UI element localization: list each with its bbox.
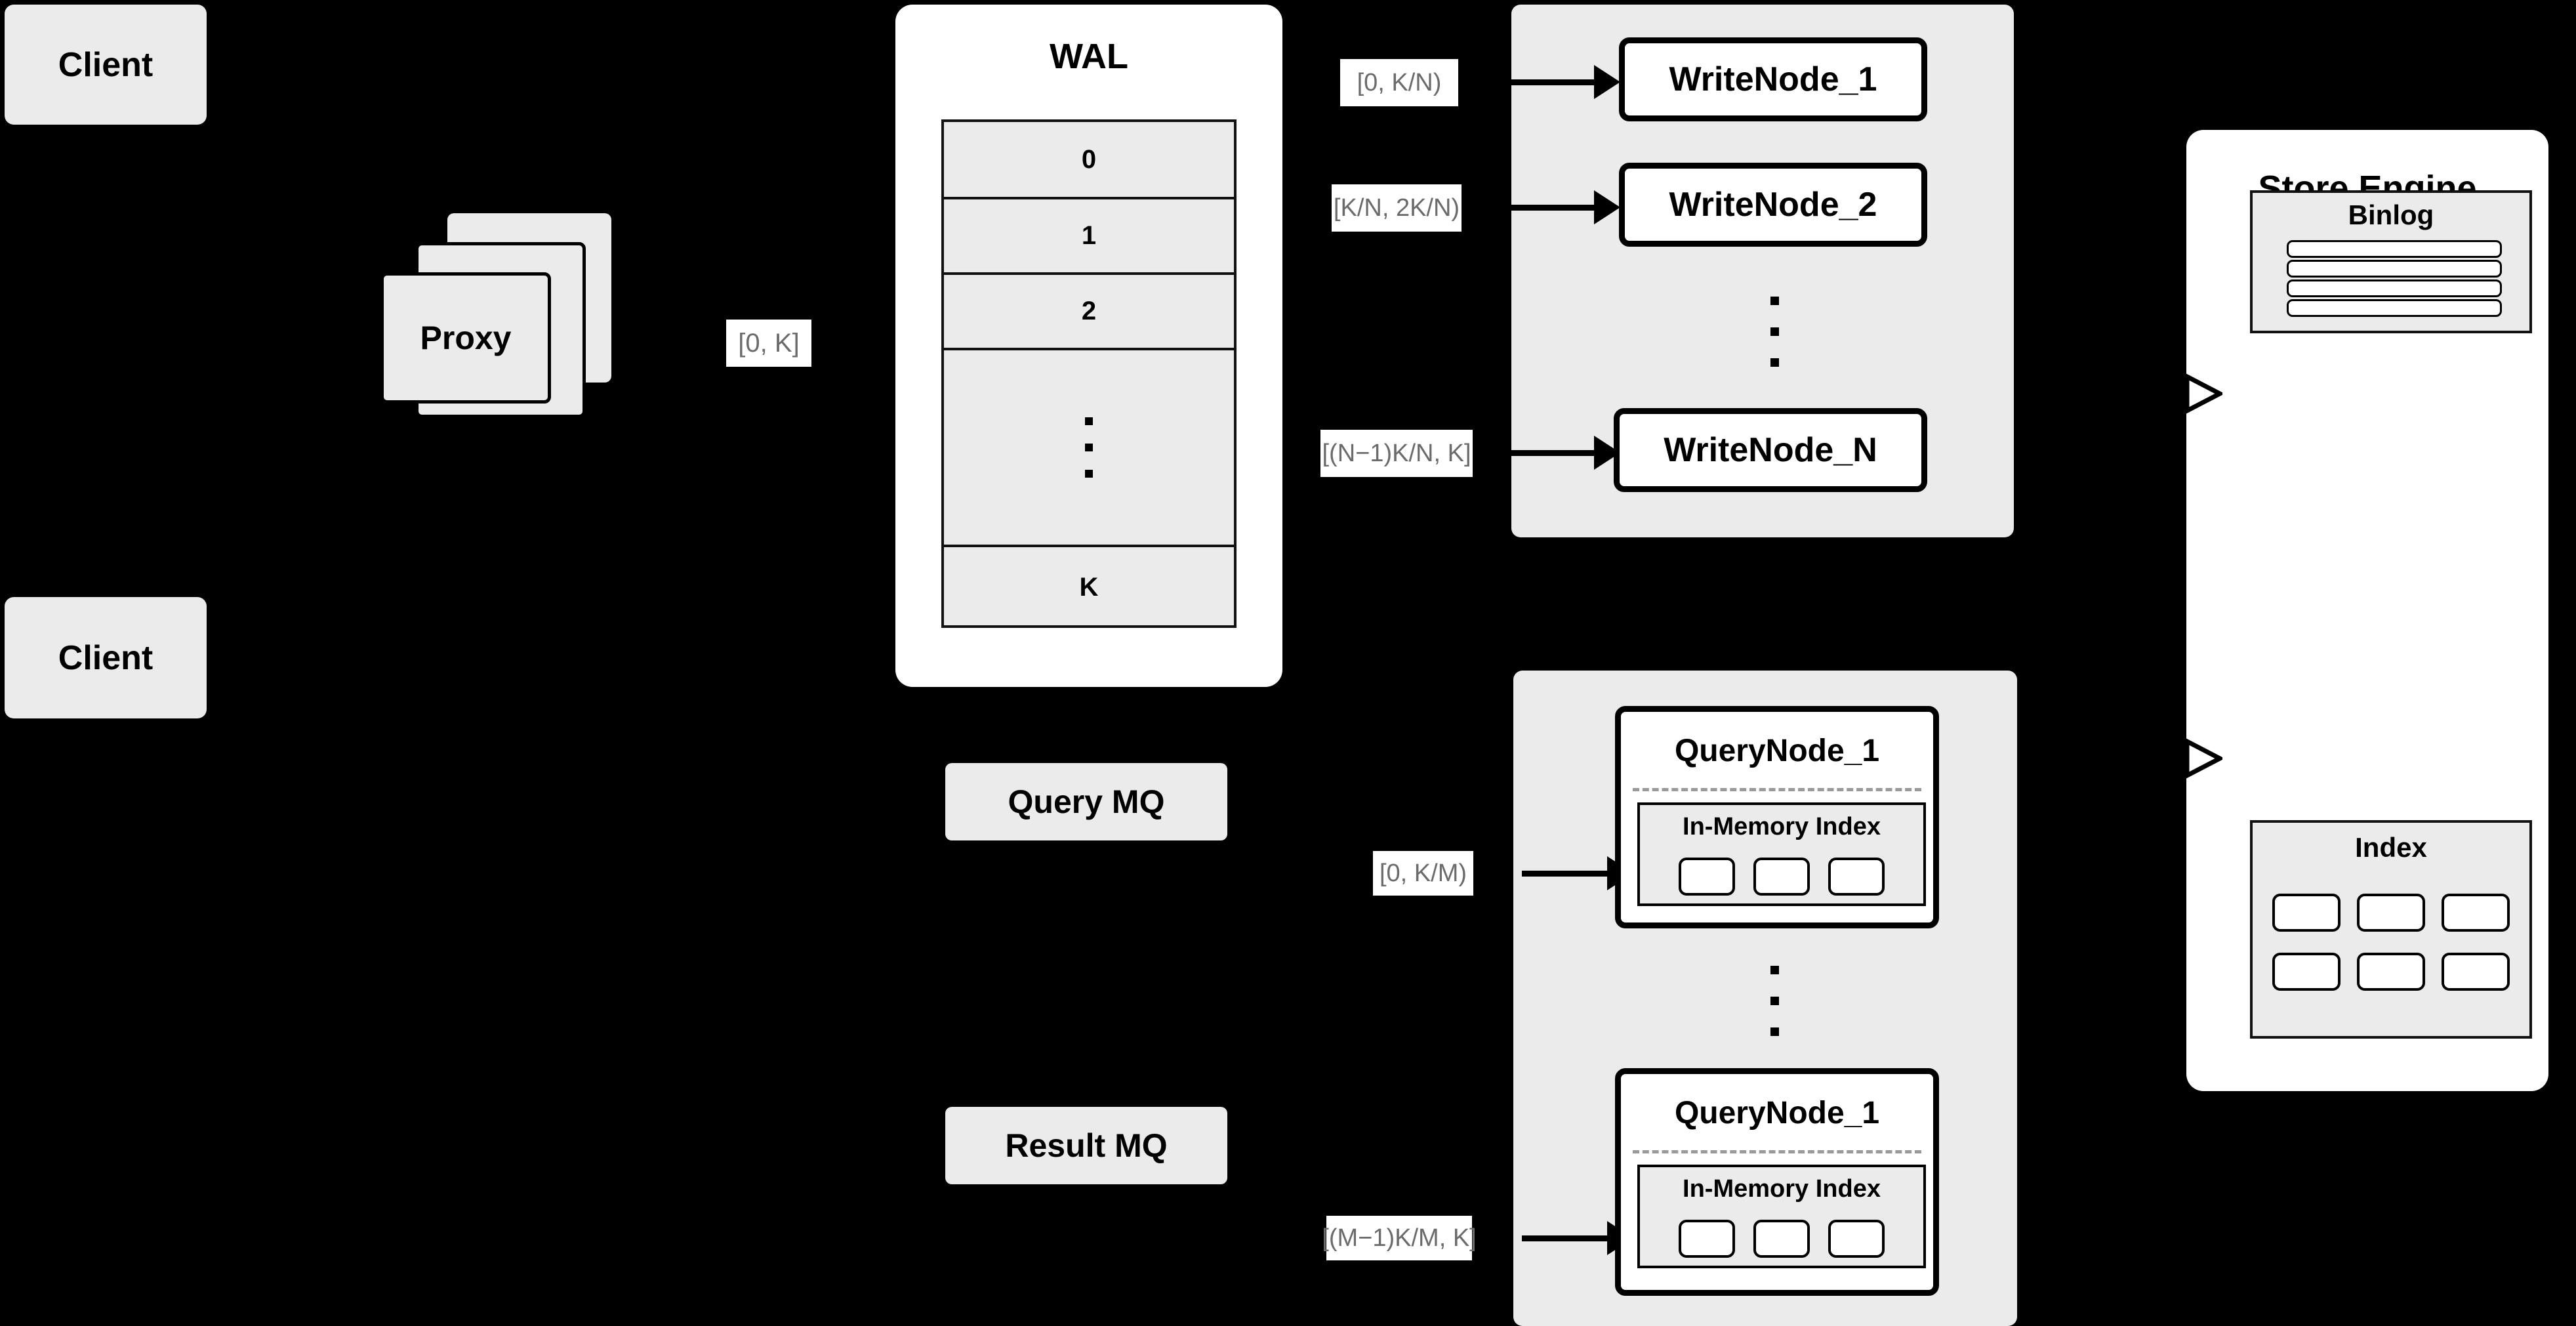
wal-row-value: 2 <box>1081 297 1097 325</box>
binlog-title: Binlog <box>2348 199 2434 230</box>
arrow-line-index <box>2137 756 2188 760</box>
wal-row: 2 <box>944 275 1234 350</box>
client-box-2[interactable]: Client <box>5 597 207 718</box>
write-node-2[interactable]: WriteNode_2 <box>1619 163 1927 247</box>
write-node-label: WriteNode_1 <box>1669 60 1877 98</box>
write-node-2-range-label: [K/N, 2K/N) <box>1332 184 1462 232</box>
wal-row: 1 <box>944 199 1234 275</box>
query-mq-label: Query MQ <box>1008 783 1165 820</box>
index-slot <box>1828 858 1885 896</box>
arrow-head-index-icon <box>2184 737 2222 779</box>
query-node-label: QueryNode_1 <box>1674 1096 1880 1130</box>
query-node-1-range-label: [0, K/M) <box>1373 851 1473 896</box>
index-title: Index <box>2355 832 2427 863</box>
arrow-line-querynode-1 <box>1522 871 1610 877</box>
range-text: [K/N, 2K/N) <box>1333 194 1460 222</box>
proxy-layer-front[interactable]: Proxy <box>380 272 551 404</box>
query-node-m[interactable]: QueryNode_1 In-Memory Index <box>1615 1068 1939 1296</box>
arrow-line-writenode-2 <box>1509 205 1597 211</box>
wal-table: 0 1 2 K <box>941 119 1237 628</box>
wal-row-value: K <box>1079 573 1099 602</box>
arrow-head-writenode-1 <box>1594 65 1620 99</box>
wal-row: K <box>944 547 1234 628</box>
arrow-line-binlog <box>2137 391 2188 396</box>
proxy-output-range-label: [0, K] <box>726 320 811 367</box>
index-slot <box>2442 953 2510 991</box>
in-memory-index-panel: In-Memory Index <box>1637 802 1926 906</box>
query-node-1[interactable]: QueryNode_1 In-Memory Index <box>1615 706 1939 928</box>
index-slot <box>2357 894 2425 932</box>
write-node-label: WriteNode_N <box>1664 431 1877 469</box>
proxy-stack[interactable]: Proxy <box>380 213 682 430</box>
client-box-1[interactable]: Client <box>5 5 207 125</box>
in-memory-index-title: In-Memory Index <box>1683 813 1881 840</box>
write-node-1[interactable]: WriteNode_1 <box>1619 37 1927 121</box>
index-slot <box>1679 1220 1735 1258</box>
wal-row: 0 <box>944 122 1234 199</box>
arrow-line-writenode-n <box>1509 450 1597 456</box>
range-text: [0, K] <box>738 328 800 358</box>
range-text: [0, K/M) <box>1379 859 1467 887</box>
query-node-divider <box>1633 1150 1921 1153</box>
index-slot <box>1679 858 1735 896</box>
query-mq-box[interactable]: Query MQ <box>945 763 1227 840</box>
client-label: Client <box>58 638 153 677</box>
index-slot <box>1753 1220 1810 1258</box>
arrow-head-writenode-2 <box>1594 190 1620 224</box>
binlog-row <box>2287 240 2502 258</box>
index-slot <box>2272 953 2341 991</box>
index-slot <box>1828 1220 1885 1258</box>
index-slot <box>2357 953 2425 991</box>
wal-row-value: 1 <box>1081 221 1097 250</box>
range-text: [0, K/N) <box>1357 68 1442 96</box>
wal-title: WAL <box>1050 37 1128 76</box>
query-node-m-range-label: [(M−1)K/M, K] <box>1322 1216 1477 1260</box>
in-memory-index-title: In-Memory Index <box>1683 1175 1881 1203</box>
proxy-label: Proxy <box>420 320 512 356</box>
arrow-line-querynode-m <box>1522 1235 1610 1241</box>
query-node-divider <box>1633 788 1921 791</box>
index-group: Index <box>2250 820 2532 1039</box>
write-node-label: WriteNode_2 <box>1669 186 1877 224</box>
range-text: [(M−1)K/M, K] <box>1322 1224 1477 1252</box>
write-node-n[interactable]: WriteNode_N <box>1614 408 1927 492</box>
range-text: [(N−1)K/N, K] <box>1322 439 1471 467</box>
in-memory-index-panel: In-Memory Index <box>1637 1165 1926 1268</box>
binlog-row <box>2287 280 2502 297</box>
write-node-ellipsis-icon <box>1765 276 1784 387</box>
binlog-row <box>2287 299 2502 317</box>
arrow-line-writenode-1 <box>1509 79 1597 85</box>
vertical-ellipsis-icon <box>1085 408 1093 487</box>
wal-row-value: 0 <box>1081 144 1097 174</box>
query-node-ellipsis-icon <box>1765 945 1784 1056</box>
write-node-1-range-label: [0, K/N) <box>1340 59 1458 106</box>
query-node-label: QueryNode_1 <box>1674 734 1880 768</box>
arrow-head-binlog-icon <box>2184 373 2222 415</box>
binlog-group: Binlog <box>2250 190 2532 333</box>
result-mq-box[interactable]: Result MQ <box>945 1107 1227 1184</box>
index-slot <box>1753 858 1810 896</box>
result-mq-label: Result MQ <box>1005 1127 1168 1164</box>
client-label: Client <box>58 45 153 84</box>
index-slot <box>2272 894 2341 932</box>
wal-row-ellipsis <box>944 350 1234 547</box>
index-slot <box>2442 894 2510 932</box>
write-node-n-range-label: [(N−1)K/N, K] <box>1320 430 1473 477</box>
binlog-row <box>2287 260 2502 278</box>
